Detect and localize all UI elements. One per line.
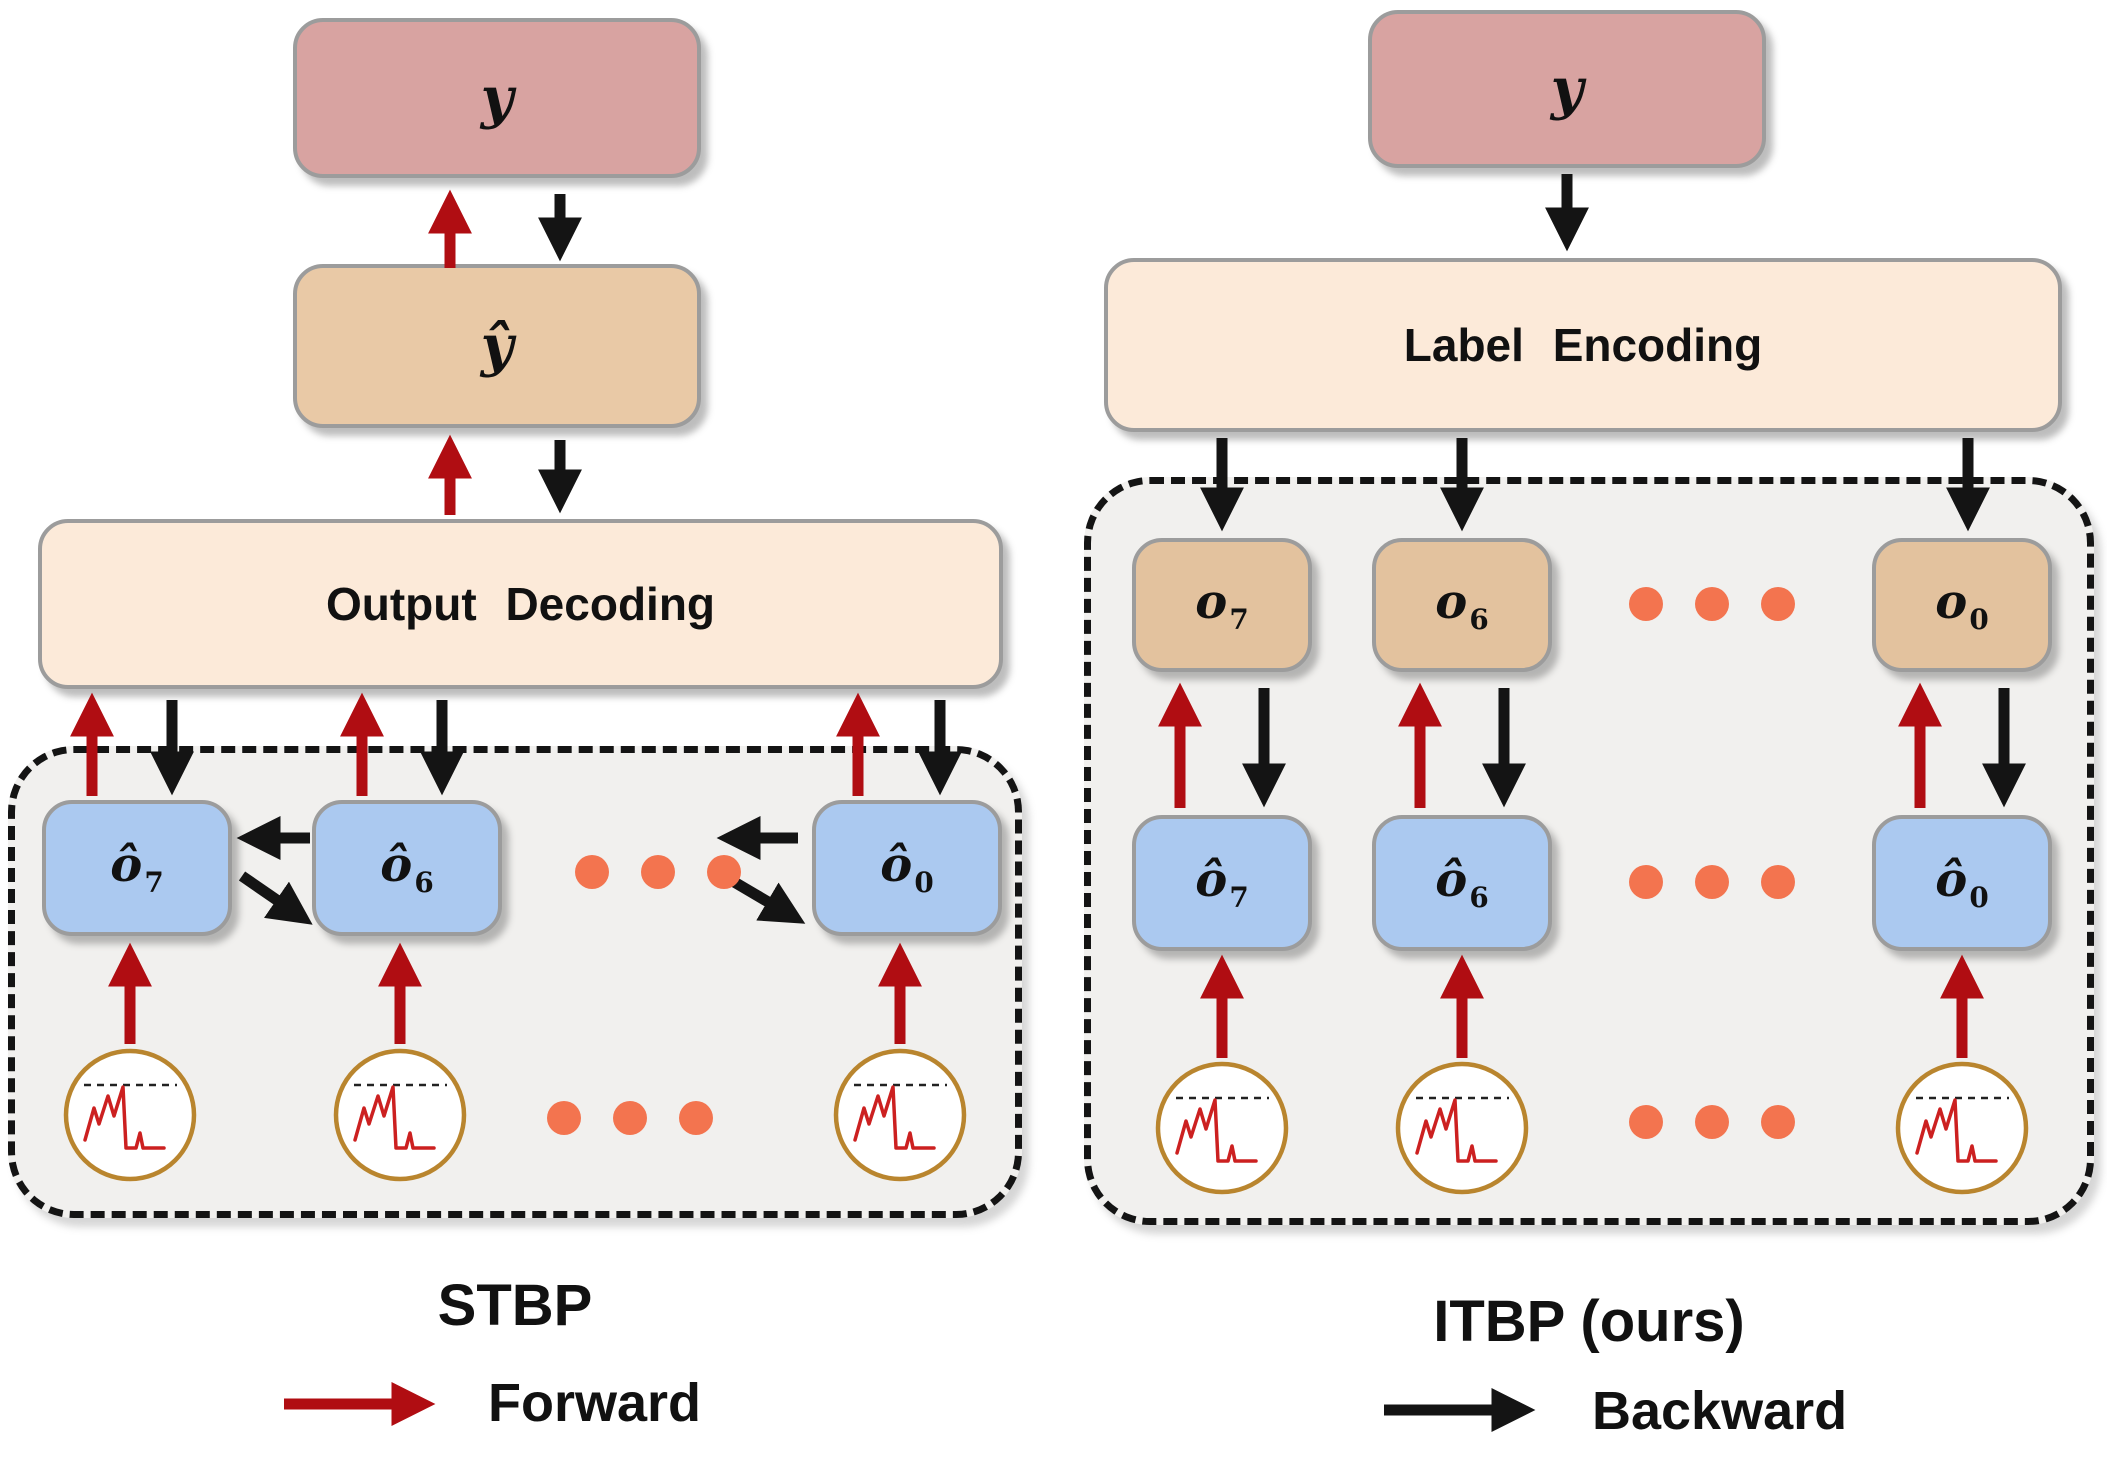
stbp-prediction-box: ŷ — [293, 264, 701, 428]
itbp-label-encoding-box: Label Encoding — [1104, 258, 2062, 432]
itbp-unit-label-o6: ô6 — [1435, 852, 1489, 914]
stbp-yhat-label: ŷ — [480, 313, 514, 379]
stbp-unit-label-o7: ô7 — [110, 837, 164, 899]
itbp-unit-label-o0: ô0 — [1935, 852, 1989, 914]
itbp-encoding-label: Label Encoding — [1403, 319, 1763, 371]
itbp-y-label: y — [1550, 56, 1584, 122]
backward-legend-label: Backward — [1592, 1381, 1848, 1441]
stbp-decoding-label: Output Decoding — [325, 578, 716, 630]
stbp-caption: STBP — [437, 1273, 593, 1338]
stbp-unit-box-o7: ô7 — [42, 800, 232, 936]
stbp-y-label: y — [480, 65, 514, 131]
stbp-output-decoding-box: Output Decoding — [38, 519, 1003, 689]
itbp-caption: ITBP (ours) — [1433, 1289, 1745, 1354]
itbp-target-box-o6: o6 — [1372, 538, 1552, 672]
itbp-target-output-box: y — [1368, 10, 1766, 168]
itbp-unit-box-o7: ô7 — [1132, 815, 1312, 951]
stbp-unit-box-o6: ô6 — [312, 800, 502, 936]
itbp-target-label-o7: o7 — [1195, 574, 1249, 636]
stbp-unit-label-o6: ô6 — [380, 837, 434, 899]
itbp-target-box-o0: o0 — [1872, 538, 2052, 672]
itbp-target-label-o0: o0 — [1935, 574, 1989, 636]
itbp-unit-box-o0: ô0 — [1872, 815, 2052, 951]
stbp-target-output-box: y — [293, 18, 701, 178]
itbp-target-box-o7: o7 — [1132, 538, 1312, 672]
itbp-unit-box-o6: ô6 — [1372, 815, 1552, 951]
itbp-unit-label-o7: ô7 — [1195, 852, 1249, 914]
itbp-target-label-o6: o6 — [1435, 574, 1489, 636]
stbp-unit-box-o0: ô0 — [812, 800, 1002, 936]
forward-legend-label: Forward — [488, 1373, 702, 1433]
stbp-unit-label-o0: ô0 — [880, 837, 934, 899]
